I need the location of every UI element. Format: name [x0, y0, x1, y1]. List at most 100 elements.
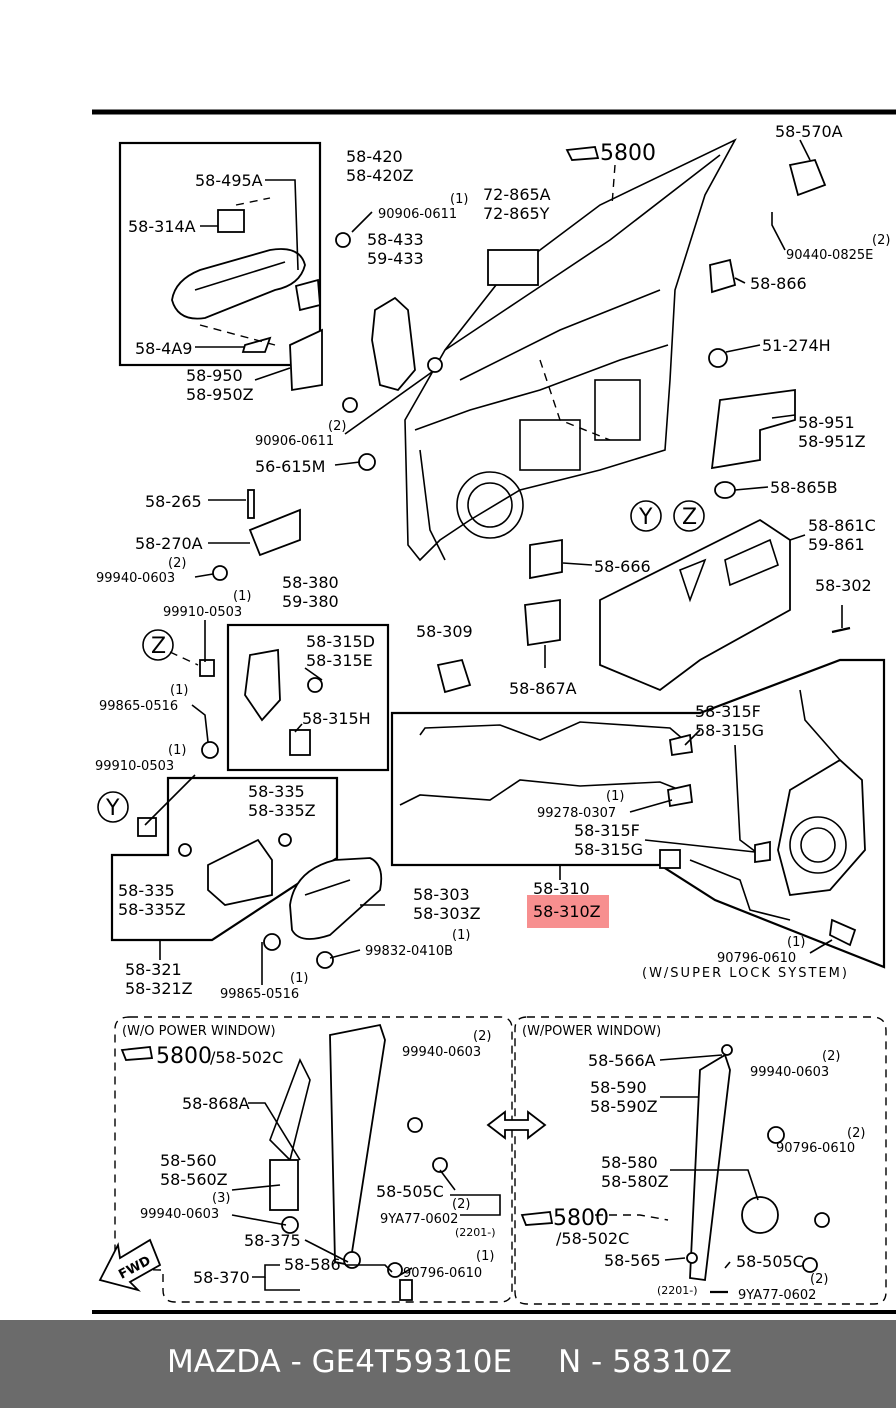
label-58-505C-b: 58-505C [736, 1252, 804, 1271]
label-58-265: 58-265 [145, 492, 202, 511]
label-90906-0611-b: 90906-0611 [255, 434, 334, 449]
label-5800-b2: 5800 [553, 1206, 609, 1231]
label-58-335Z-b: 58-335Z [118, 900, 186, 919]
callout-y2: Y [105, 796, 120, 821]
part-58951 [710, 388, 796, 470]
label-58-951: 58-951 [798, 413, 855, 432]
label-qty: (2) [847, 1126, 865, 1141]
label-qty: (3) [212, 1191, 230, 1206]
fwd-arrow [98, 1238, 162, 1292]
part-51274H [708, 348, 728, 368]
label-58-861C: 58-861C [808, 516, 876, 535]
label-58-302: 58-302 [815, 576, 872, 595]
label-58-866: 58-866 [750, 274, 807, 293]
label-99940-0603-d: 99940-0603 [750, 1065, 829, 1080]
label-qty: (1) [168, 743, 186, 758]
label-58-303: 58-303 [413, 885, 470, 904]
callout-z2: Z [151, 634, 166, 659]
label-58-335Z-a: 58-335Z [248, 801, 316, 820]
label-90906-0611-a: 90906-0611 [378, 207, 457, 222]
part-labels: 5800 58-570A 58-420 58-420Z 58-495A 58-3… [95, 122, 890, 1303]
part-58380 [244, 648, 281, 722]
label-58-590: 58-590 [590, 1078, 647, 1097]
label-58-495A: 58-495A [195, 171, 263, 190]
label-90796-0610-a: 90796-0610 [717, 951, 796, 966]
part-58270A [248, 508, 301, 557]
label-2201-a: (2201-) [455, 1226, 496, 1239]
outer-handle [171, 197, 321, 353]
label-99278-0307: 99278-0307 [537, 806, 616, 821]
label-58-315H: 58-315H [302, 709, 371, 728]
part-58309 [436, 658, 472, 694]
label-58-335-b: 58-335 [118, 881, 175, 900]
regulator-manual [269, 1023, 448, 1301]
label-99940-0603-b: 99940-0603 [402, 1045, 481, 1060]
label-super-lock: (W/SUPER LOCK SYSTEM) [642, 966, 849, 981]
label-58-375: 58-375 [244, 1231, 301, 1250]
leader-lines [144, 139, 843, 1294]
label-58-370: 58-370 [193, 1268, 250, 1287]
label-wo-power-window: (W/O POWER WINDOW) [122, 1024, 276, 1039]
label-58-565: 58-565 [604, 1251, 661, 1270]
label-2201-b: (2201-) [657, 1284, 698, 1297]
label-w-power-window: (W/POWER WINDOW) [522, 1024, 661, 1039]
label-58-951Z: 58-951Z [798, 432, 866, 451]
highlight-box [527, 895, 609, 928]
label-qty: (1) [170, 683, 188, 698]
callout-circle-y2 [97, 791, 129, 823]
label-58-315G-b: 58-315G [574, 840, 643, 859]
label-59-380: 59-380 [282, 592, 339, 611]
label-qty: (2) [328, 419, 346, 434]
label-58-865B: 58-865B [770, 478, 838, 497]
label-58-950: 58-950 [186, 366, 243, 385]
label-58-560: 58-560 [160, 1151, 217, 1170]
label-58-303Z: 58-303Z [413, 904, 481, 923]
lock-rod-box [226, 623, 390, 772]
label-qty: (1) [233, 589, 251, 604]
label-99910-0503-b: 99910-0503 [95, 759, 174, 774]
label-58-666: 58-666 [594, 557, 651, 576]
label-58-380: 58-380 [282, 573, 339, 592]
w-power-frame [514, 1016, 887, 1305]
label-58-950Z: 58-950Z [186, 385, 254, 404]
label-58-321: 58-321 [125, 960, 182, 979]
label-72-865A: 72-865A [483, 185, 551, 204]
callout-y1: Y [638, 505, 653, 530]
label-58-321Z: 58-321Z [125, 979, 193, 998]
footer-part-number: MAZDA - GE4T59310E [167, 1344, 513, 1380]
label-58-502C-a: /58-502C [210, 1048, 283, 1067]
part-58861C [599, 518, 791, 692]
part-72865 [487, 249, 539, 286]
label-qty: (1) [452, 928, 470, 943]
part-58433 [371, 296, 416, 392]
rod-box [390, 658, 886, 969]
label-58-867A: 58-867A [509, 679, 577, 698]
label-99940-0603-c: 99940-0603 [140, 1207, 219, 1222]
label-72-865Y: 72-865Y [483, 204, 550, 223]
label-58-310: 58-310 [533, 879, 590, 898]
label-58-309: 58-309 [416, 622, 473, 641]
label-90796-0610-c: 90796-0610 [776, 1141, 855, 1156]
label-qty: (2) [452, 1197, 470, 1212]
callout-z1: Z [682, 505, 697, 530]
footer-ref-number: N - 58310Z [558, 1344, 732, 1380]
rod-lower [399, 779, 681, 806]
label-90796-0610-b: 90796-0610 [403, 1266, 482, 1281]
label-99940-0603-a: 99940-0603 [96, 571, 175, 586]
label-51-274H: 51-274H [762, 336, 831, 355]
label-qty: (2) [810, 1272, 828, 1287]
label-5800-b1: 5800 [156, 1044, 212, 1069]
label-58-590Z: 58-590Z [590, 1097, 658, 1116]
label-58-566A: 58-566A [588, 1051, 656, 1070]
label-qty: (1) [606, 789, 624, 804]
callout-circle-y1 [630, 500, 662, 532]
label-qty: (2) [872, 233, 890, 248]
label-qty: (1) [290, 971, 308, 986]
part-58950 [289, 328, 323, 392]
label-58-502C-b: /58-502C [556, 1229, 629, 1248]
label-99910-0503-a: 99910-0503 [163, 605, 242, 620]
label-58-270A: 58-270A [135, 534, 203, 553]
label-58-420: 58-420 [346, 147, 403, 166]
label-58-310Z: 58-310Z [533, 902, 601, 921]
label-qty: (2) [822, 1049, 840, 1064]
